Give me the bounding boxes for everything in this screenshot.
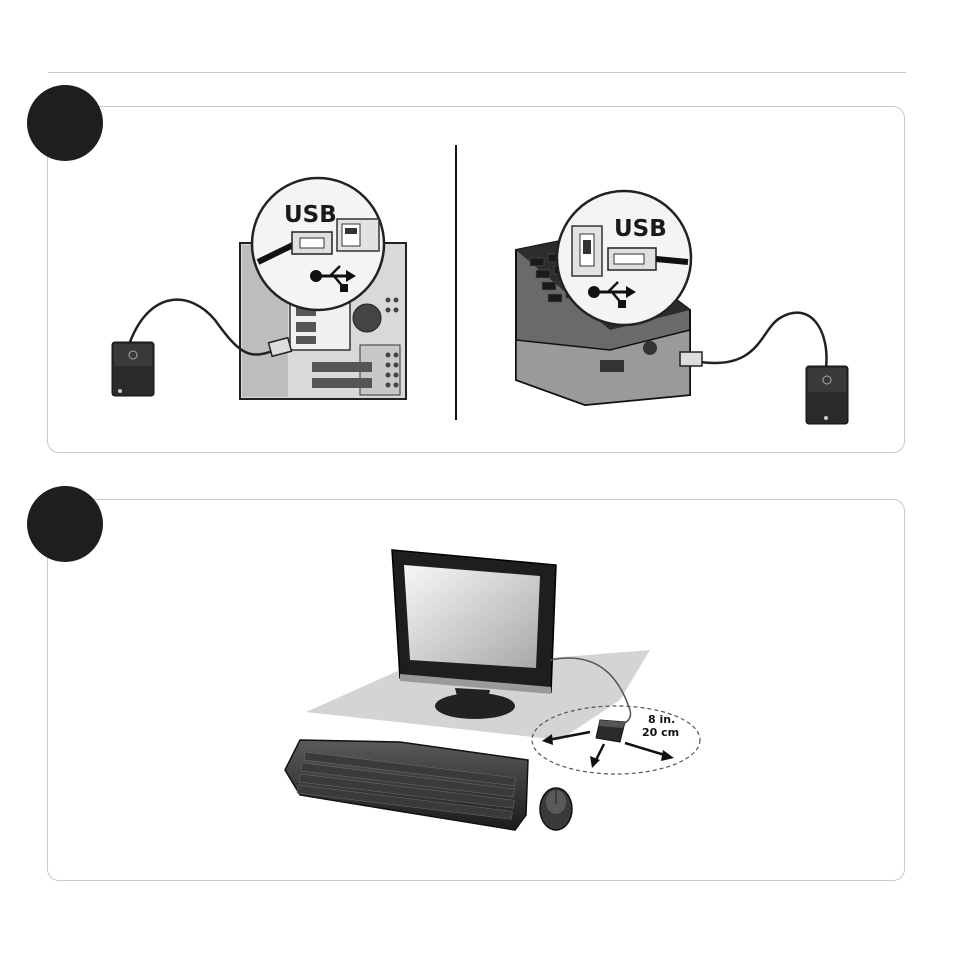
distance-inches-label: 8 in. — [648, 713, 675, 726]
laptop-usb-cable — [700, 313, 827, 368]
step-2-usb-receiver — [596, 720, 625, 742]
keyboard-illustration — [285, 740, 528, 830]
laptop-usb-receiver — [806, 366, 848, 424]
distance-cm-label: 20 cm — [642, 726, 679, 739]
desktop-usb-zoom: USB — [252, 178, 384, 310]
laptop-usb-label: USB — [614, 216, 667, 242]
laptop-usb-zoom: USB — [557, 191, 691, 325]
desktop-usb-receiver — [112, 342, 154, 396]
desktop-usb-label: USB — [284, 202, 337, 228]
mouse-illustration — [540, 788, 572, 830]
